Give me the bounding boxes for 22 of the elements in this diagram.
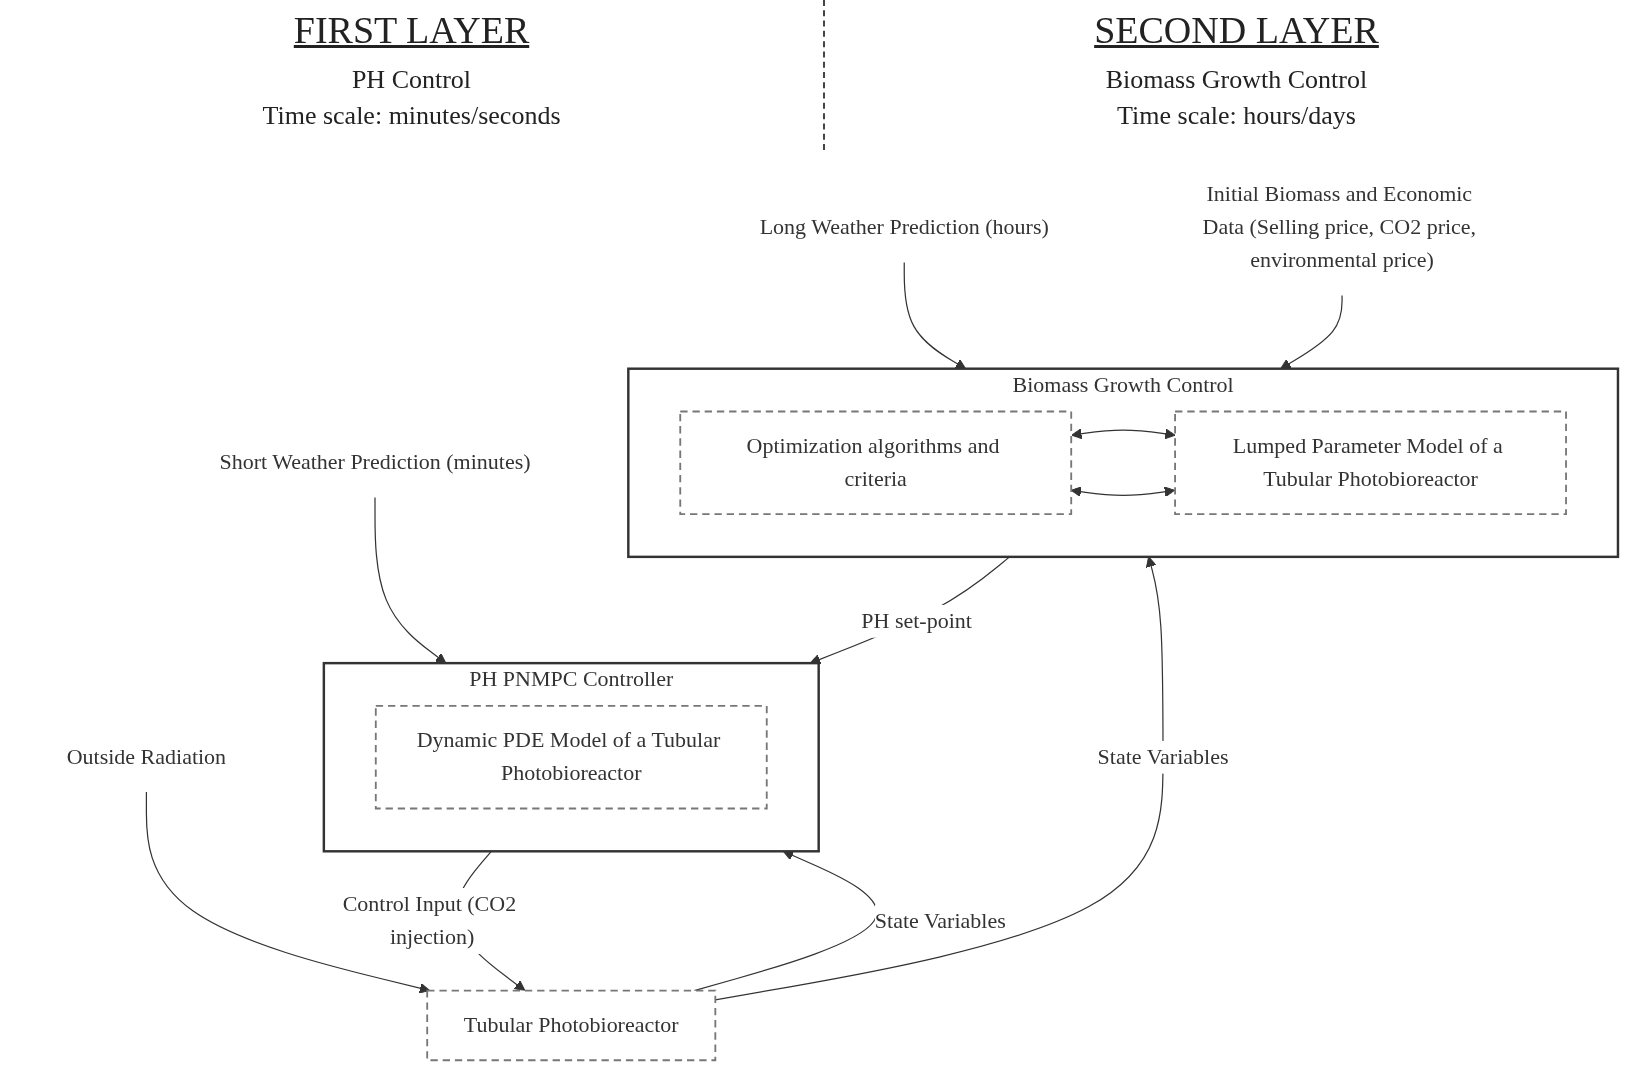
node-box: Optimization algorithms and criteria <box>679 410 1073 515</box>
arrow <box>809 556 1011 665</box>
layer-subtitle: Time scale: minutes/seconds <box>262 100 561 132</box>
node-box: Lumped Parameter Model of a Tubular Photobioreactor <box>1174 410 1567 515</box>
edge-label: State Variables <box>1097 744 1229 769</box>
edge-label: Control Input (CO2 injection) <box>342 891 517 950</box>
layer-subtitle: Biomass Growth Control <box>1105 64 1368 96</box>
node-box: Tubular Photobioreactor <box>426 989 717 1062</box>
node-text: Short Weather Prediction (minutes) <box>219 449 531 475</box>
node-text: Initial Biomass and Economic Data (Selling price, CO2 price, environmental price) <box>1202 181 1477 273</box>
layer-heading: FIRST LAYER <box>293 8 530 52</box>
layer-subtitle: PH Control <box>351 64 472 96</box>
arrow <box>374 497 447 664</box>
edge-label: State Variables <box>874 908 1006 933</box>
layer-heading: SECOND LAYER <box>1094 8 1379 52</box>
node-text: Long Weather Prediction (hours) <box>759 214 1049 240</box>
arrow <box>1071 428 1176 440</box>
layer-subtitle: Time scale: hours/days <box>1117 100 1356 132</box>
node-box: Dynamic PDE Model of a Tubular Photobioreactor <box>374 705 768 810</box>
node-text: Outside Radiation <box>66 744 227 769</box>
edge-label: PH set-point <box>861 608 972 633</box>
arrow <box>145 791 431 994</box>
